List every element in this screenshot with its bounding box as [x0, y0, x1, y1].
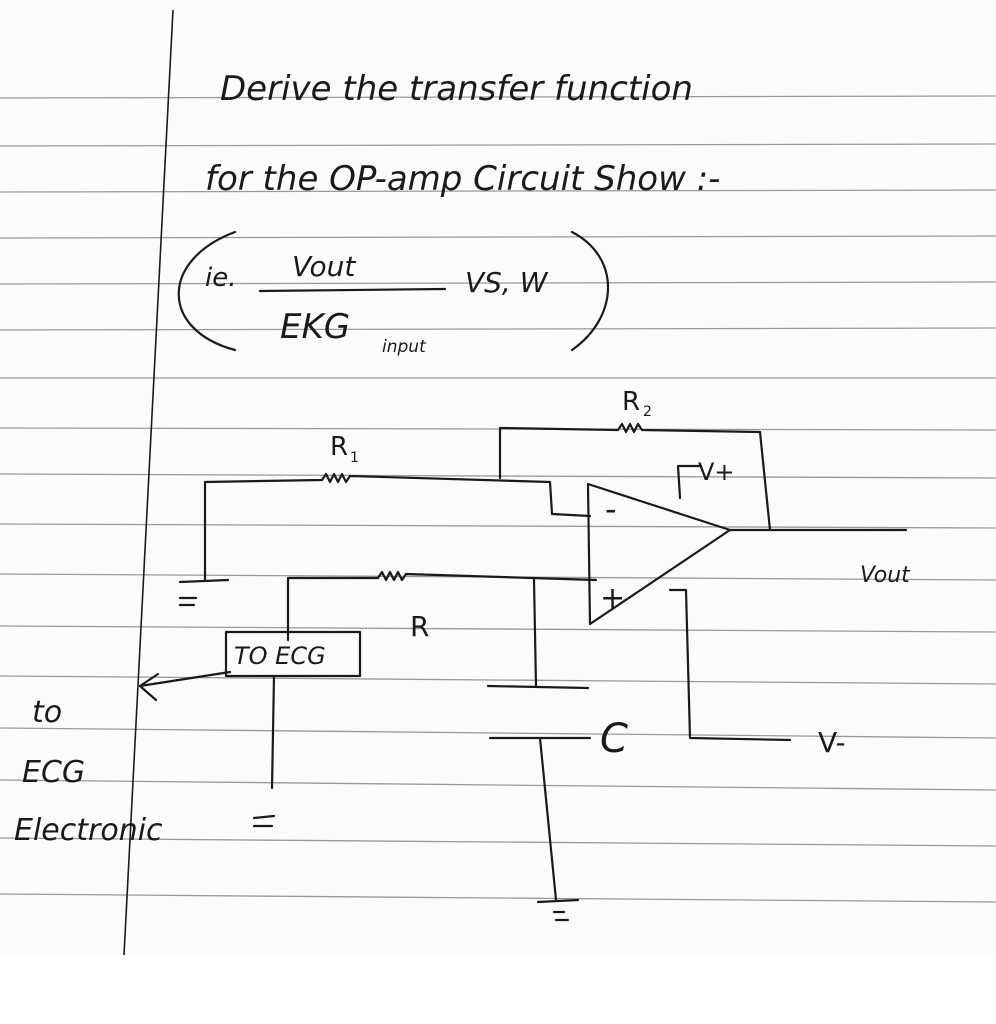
vminus-wire	[668, 588, 792, 742]
capacitor-label: C	[600, 716, 628, 762]
r2-subscript: 2	[643, 404, 652, 420]
side-note-line-1: to	[32, 695, 62, 730]
vplus-label: V+	[698, 458, 735, 486]
side-note-line-3: Electronic	[14, 813, 163, 848]
ie-label: ie.	[205, 263, 236, 293]
ruled-lines	[0, 95, 996, 903]
to-ecg-box	[224, 630, 362, 678]
ground-capacitor-icon	[536, 898, 580, 922]
arrow-left-icon	[138, 670, 232, 702]
versus-frequency: VS, W	[465, 266, 549, 299]
fraction-numerator: Vout	[292, 250, 356, 283]
side-note-line-2: ECG	[22, 755, 85, 790]
to-ecg-box-label: TO ECG	[234, 642, 326, 670]
r1-subscript: 1	[350, 450, 359, 466]
fraction-denominator-sub: input	[382, 337, 427, 357]
to-ecg-wire-down	[270, 674, 276, 790]
capacitor-wire-bottom	[538, 736, 558, 902]
noninverting-input-sign: +	[600, 581, 625, 616]
r-input-wire	[286, 570, 598, 642]
ground-ecg-icon	[252, 814, 276, 828]
vplus-wire	[676, 464, 702, 500]
vminus-label: V-	[818, 726, 846, 759]
question-line-1: Derive the transfer function	[220, 69, 693, 109]
fraction-bar	[258, 287, 447, 293]
margin-line	[123, 9, 174, 956]
ground-left-icon	[178, 578, 230, 607]
r1-label: R	[330, 432, 348, 462]
question-line-2: for the OP-amp Circuit Show :-	[205, 159, 720, 199]
fraction-denominator: EKG	[280, 307, 350, 347]
capacitor-plate-top	[486, 684, 590, 690]
inverting-input-sign: -	[605, 490, 617, 528]
r2-label: R	[622, 387, 640, 417]
op-amp-triangle	[586, 482, 732, 626]
r2-feedback-wire	[498, 422, 772, 532]
capacitor-wire-top	[532, 578, 538, 688]
r-label: R	[410, 610, 429, 643]
left-paren	[177, 230, 237, 352]
right-paren	[570, 230, 610, 352]
r1-wire	[203, 472, 592, 582]
vout-label: Vout	[860, 563, 911, 588]
